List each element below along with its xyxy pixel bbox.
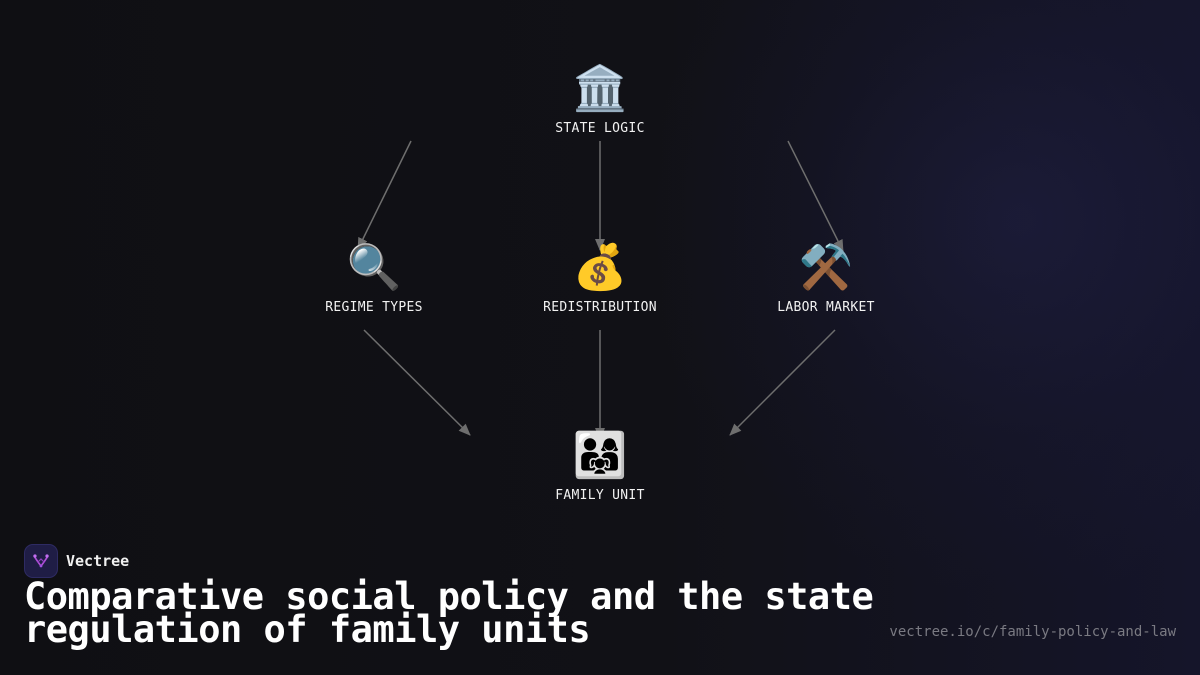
edge-labor-market-to-family-unit [729, 329, 836, 436]
edge-state-logic-to-labor-market [787, 140, 844, 252]
brand: Vectree [24, 544, 129, 578]
magnifying-glass-icon: 🔍 [346, 242, 402, 293]
edge-state-logic-to-regime-types [357, 140, 412, 250]
node-state-logic: 🏛️ STATE LOGIC [510, 63, 690, 136]
page-title: Comparative social policy and the state … [24, 575, 874, 651]
edge-regime-types-to-family-unit [363, 329, 471, 436]
node-label: REDISTRIBUTION [543, 300, 657, 315]
node-redistribution: 💰 REDISTRIBUTION [510, 242, 690, 315]
node-label: STATE LOGIC [555, 121, 645, 136]
node-labor-market: ⚒️ LABOR MARKET [736, 242, 916, 315]
node-label: REGIME TYPES [325, 300, 423, 315]
brand-name: Vectree [66, 552, 130, 570]
node-label: FAMILY UNIT [555, 488, 645, 503]
classical-building-icon: 🏛️ [572, 63, 628, 114]
vectree-logo-icon [24, 544, 58, 578]
node-regime-types: 🔍 REGIME TYPES [284, 242, 464, 315]
source-url[interactable]: vectree.io/c/family-policy-and-law [889, 624, 1176, 640]
money-bag-icon: 💰 [572, 242, 628, 293]
node-family-unit: 👨‍👩‍👧 FAMILY UNIT [510, 430, 690, 503]
node-label: LABOR MARKET [777, 300, 875, 315]
hammer-and-pick-icon: ⚒️ [798, 242, 854, 293]
family-icon: 👨‍👩‍👧 [572, 430, 628, 481]
